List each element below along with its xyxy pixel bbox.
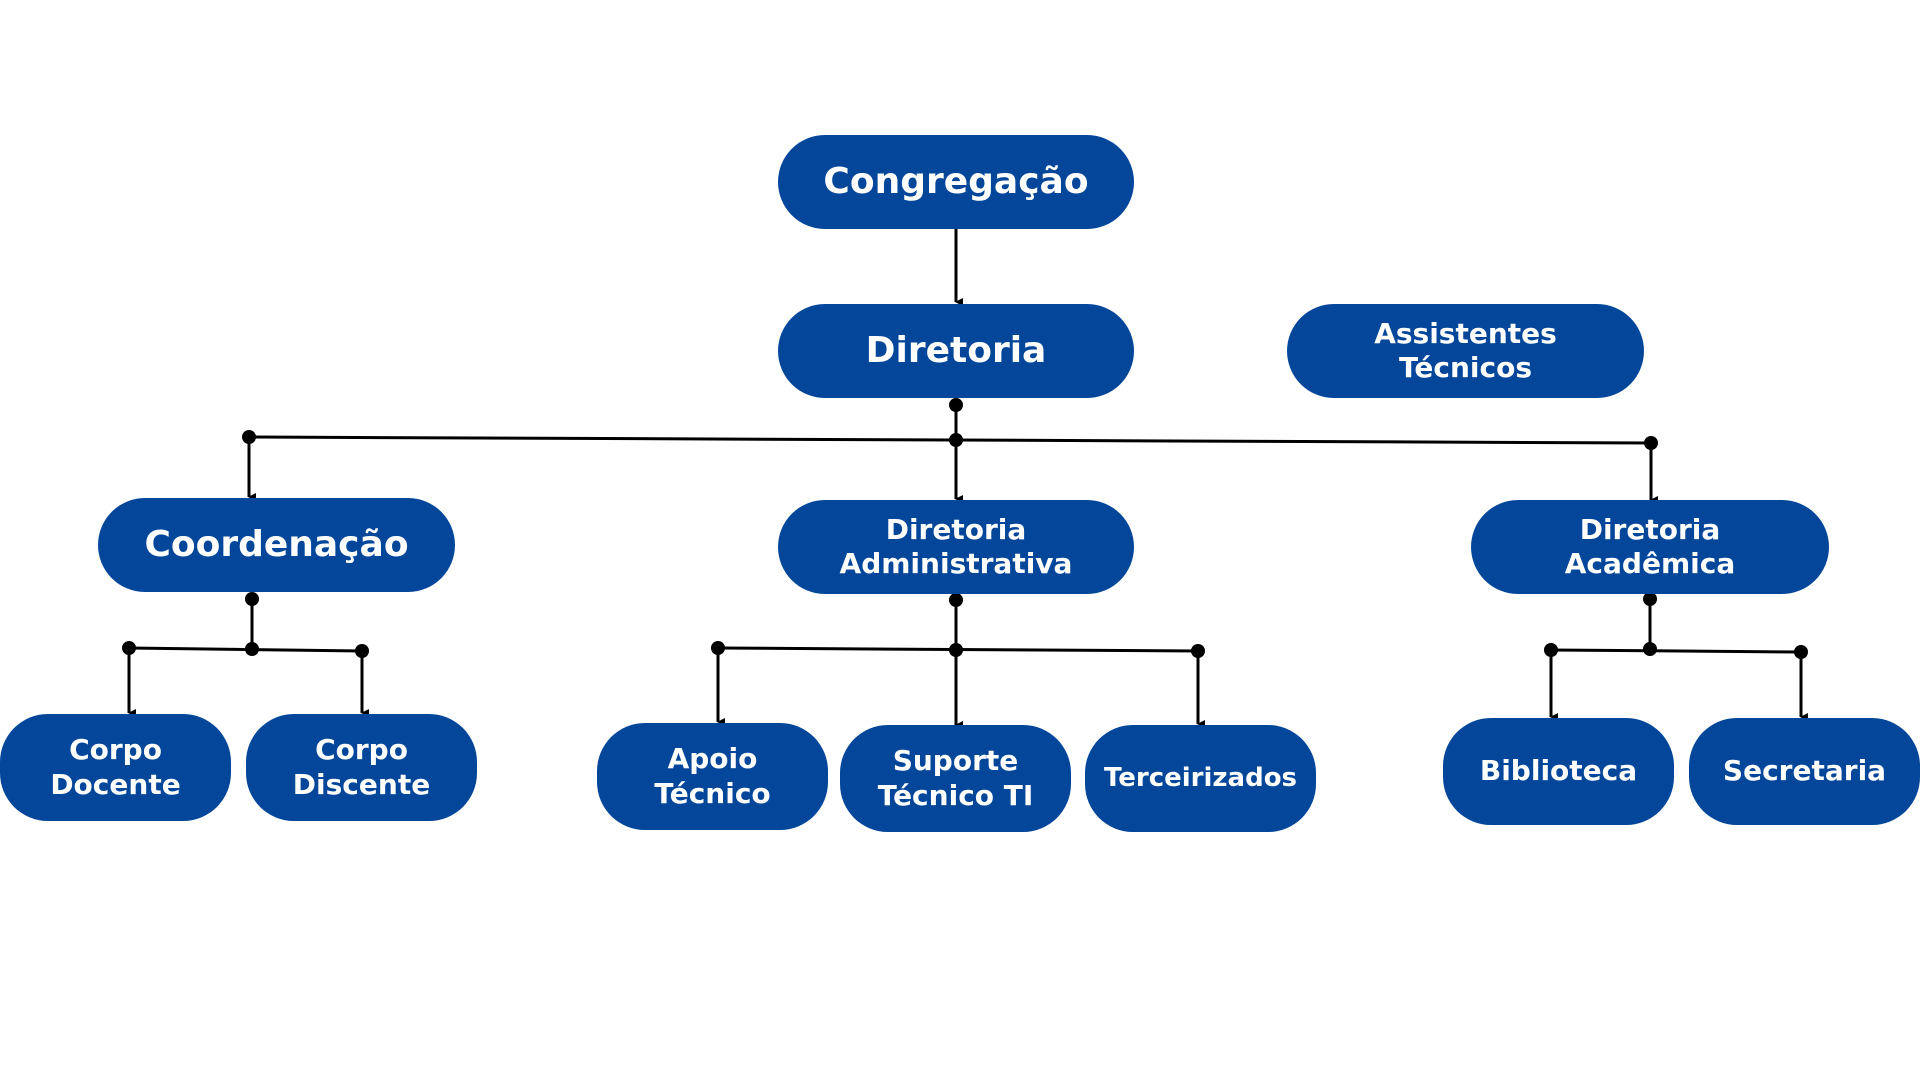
connector-academica-bus bbox=[1550, 648, 1802, 654]
node-diretoria-label: Diretoria bbox=[865, 330, 1047, 372]
node-congregacao-label: Congregação bbox=[823, 161, 1089, 203]
node-assistentes-tecnicos: Assistentes Técnicos bbox=[1287, 304, 1644, 398]
junction-dot bbox=[1643, 592, 1657, 606]
junction-dot bbox=[949, 398, 963, 412]
node-suporte-tecnico-ti-label: Suporte Técnico TI bbox=[877, 744, 1034, 812]
node-corpo-discente: Corpo Discente bbox=[246, 714, 477, 821]
junction-dot bbox=[1544, 643, 1558, 657]
junction-dot bbox=[245, 592, 259, 606]
node-coordenacao-label: Coordenação bbox=[144, 524, 409, 566]
node-biblioteca-label: Biblioteca bbox=[1479, 754, 1638, 788]
junction-dot bbox=[242, 430, 256, 444]
node-corpo-docente: Corpo Docente bbox=[0, 714, 231, 821]
node-biblioteca: Biblioteca bbox=[1443, 718, 1674, 825]
node-corpo-docente-label: Corpo Docente bbox=[50, 733, 181, 801]
node-coordenacao: Coordenação bbox=[98, 498, 455, 592]
node-diretoria-administrativa-label: Diretoria Administrativa bbox=[839, 512, 1073, 580]
node-suporte-tecnico-ti: Suporte Técnico TI bbox=[840, 725, 1071, 832]
node-apoio-tecnico: Apoio Técnico bbox=[597, 723, 828, 830]
node-diretoria-academica: Diretoria Acadêmica bbox=[1471, 500, 1829, 594]
node-terceirizados-label: Terceirizados bbox=[1103, 762, 1298, 793]
junction-dot bbox=[1643, 642, 1657, 656]
junction-dot bbox=[1644, 436, 1658, 450]
node-corpo-discente-label: Corpo Discente bbox=[292, 733, 431, 801]
junction-dot bbox=[122, 641, 136, 655]
node-diretoria: Diretoria bbox=[778, 304, 1134, 398]
junction-dot bbox=[355, 644, 369, 658]
junction-dot bbox=[949, 593, 963, 607]
node-secretaria-label: Secretaria bbox=[1722, 754, 1887, 788]
junction-dot bbox=[949, 433, 963, 447]
junction-dot bbox=[1191, 644, 1205, 658]
junction-dot bbox=[1794, 645, 1808, 659]
node-congregacao: Congregação bbox=[778, 135, 1134, 229]
node-secretaria: Secretaria bbox=[1689, 718, 1920, 825]
node-assistentes-tecnicos-label: Assistentes Técnicos bbox=[1374, 316, 1557, 384]
junction-dot bbox=[245, 642, 259, 656]
node-terceirizados: Terceirizados bbox=[1085, 725, 1316, 832]
node-diretoria-academica-label: Diretoria Acadêmica bbox=[1564, 512, 1736, 580]
node-apoio-tecnico-label: Apoio Técnico bbox=[654, 742, 771, 810]
junction-dot bbox=[711, 641, 725, 655]
node-diretoria-administrativa: Diretoria Administrativa bbox=[778, 500, 1134, 594]
junction-dot bbox=[949, 643, 963, 657]
